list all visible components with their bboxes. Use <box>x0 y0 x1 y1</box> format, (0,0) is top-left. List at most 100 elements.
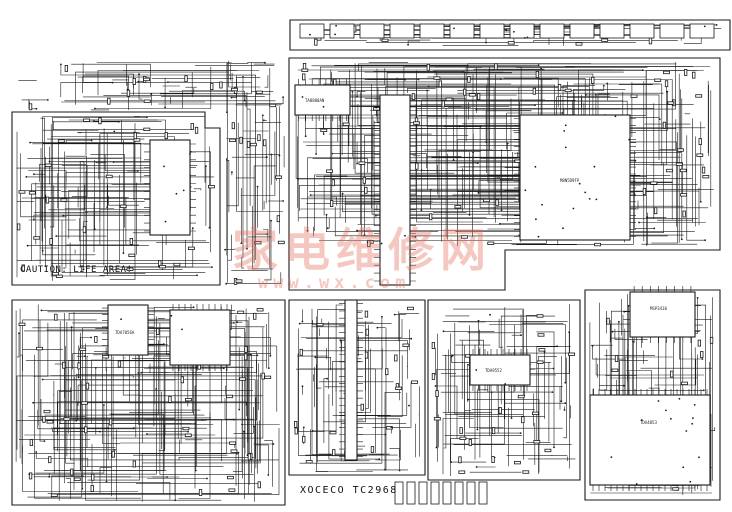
junction-dot <box>43 440 46 442</box>
junction-dot <box>390 426 393 429</box>
component <box>614 355 619 362</box>
component <box>594 242 601 247</box>
junction-dot <box>435 446 438 449</box>
component <box>680 193 687 197</box>
component <box>533 440 541 444</box>
component <box>62 361 66 369</box>
junction-dot <box>537 64 540 67</box>
junction-dot <box>640 419 643 421</box>
component <box>362 176 367 184</box>
component <box>207 184 215 189</box>
junction-dot <box>278 154 281 157</box>
junction-dot <box>500 209 503 212</box>
component <box>381 38 389 42</box>
component <box>664 80 669 88</box>
component <box>468 439 473 446</box>
wire <box>328 368 376 453</box>
junction-dot <box>564 402 567 405</box>
junction-dot <box>564 381 567 384</box>
junction-dot <box>238 408 241 411</box>
component <box>180 376 185 384</box>
wire <box>16 333 20 358</box>
junction-dot <box>118 120 120 123</box>
component <box>48 456 52 464</box>
component <box>709 336 714 344</box>
component <box>459 436 467 441</box>
junction-dot <box>595 93 597 96</box>
component <box>601 38 609 42</box>
component <box>532 411 539 416</box>
component <box>82 226 87 234</box>
junction-dot <box>266 233 268 236</box>
component <box>257 134 261 142</box>
component <box>411 93 416 101</box>
component <box>364 310 369 318</box>
wire <box>446 98 512 151</box>
component <box>249 142 257 147</box>
junction-dot <box>111 81 114 84</box>
junction-dot <box>701 358 704 360</box>
component <box>360 403 364 411</box>
junction-dot <box>243 430 245 433</box>
wire <box>70 387 279 461</box>
junction-dot <box>82 268 85 271</box>
component <box>494 63 498 71</box>
junction-dot <box>181 328 183 331</box>
junction-dot <box>520 334 522 337</box>
junction-dot <box>175 192 178 195</box>
junction-dot <box>692 417 694 419</box>
connector-header <box>449 23 475 39</box>
wire <box>37 409 135 430</box>
junction-dot <box>90 336 92 339</box>
wire <box>335 304 343 392</box>
junction-dot <box>635 483 638 485</box>
wire <box>442 418 474 475</box>
wire <box>52 117 147 281</box>
component <box>367 240 371 248</box>
junction-dot <box>524 189 527 192</box>
connector-pin-block <box>418 481 428 505</box>
junction-dot <box>623 310 626 313</box>
component <box>119 204 127 209</box>
component <box>591 76 595 84</box>
wire <box>77 401 143 420</box>
junction-dot <box>326 377 328 380</box>
wire <box>75 71 229 105</box>
junction-dot <box>499 78 502 80</box>
junction-dot <box>614 115 617 118</box>
component <box>28 472 33 480</box>
ic-layer <box>16 23 715 505</box>
component <box>63 417 71 421</box>
component <box>49 237 53 245</box>
wire <box>16 375 262 450</box>
component <box>184 75 188 83</box>
component <box>46 420 54 424</box>
component <box>672 487 680 491</box>
junction-dot <box>249 353 252 356</box>
junction-dot <box>628 138 631 141</box>
component <box>194 126 199 134</box>
component <box>507 41 515 45</box>
junction-dot <box>166 476 169 478</box>
junction-dot <box>309 33 311 36</box>
wire <box>227 122 239 207</box>
junction-dot <box>302 426 305 429</box>
component <box>677 148 684 152</box>
wire <box>144 419 222 462</box>
component <box>261 372 265 380</box>
junction-dot <box>94 367 97 369</box>
junction-dot <box>163 165 165 168</box>
component <box>491 456 495 463</box>
junction-dot <box>189 153 191 155</box>
component <box>190 123 194 130</box>
junction-dot <box>322 105 325 108</box>
component <box>331 179 335 187</box>
connector-header <box>419 23 445 39</box>
component <box>85 382 90 390</box>
junction-dot <box>41 378 44 381</box>
component <box>700 351 704 358</box>
junction-dot <box>267 474 270 476</box>
junction-dot <box>48 160 51 163</box>
wire <box>599 349 608 391</box>
